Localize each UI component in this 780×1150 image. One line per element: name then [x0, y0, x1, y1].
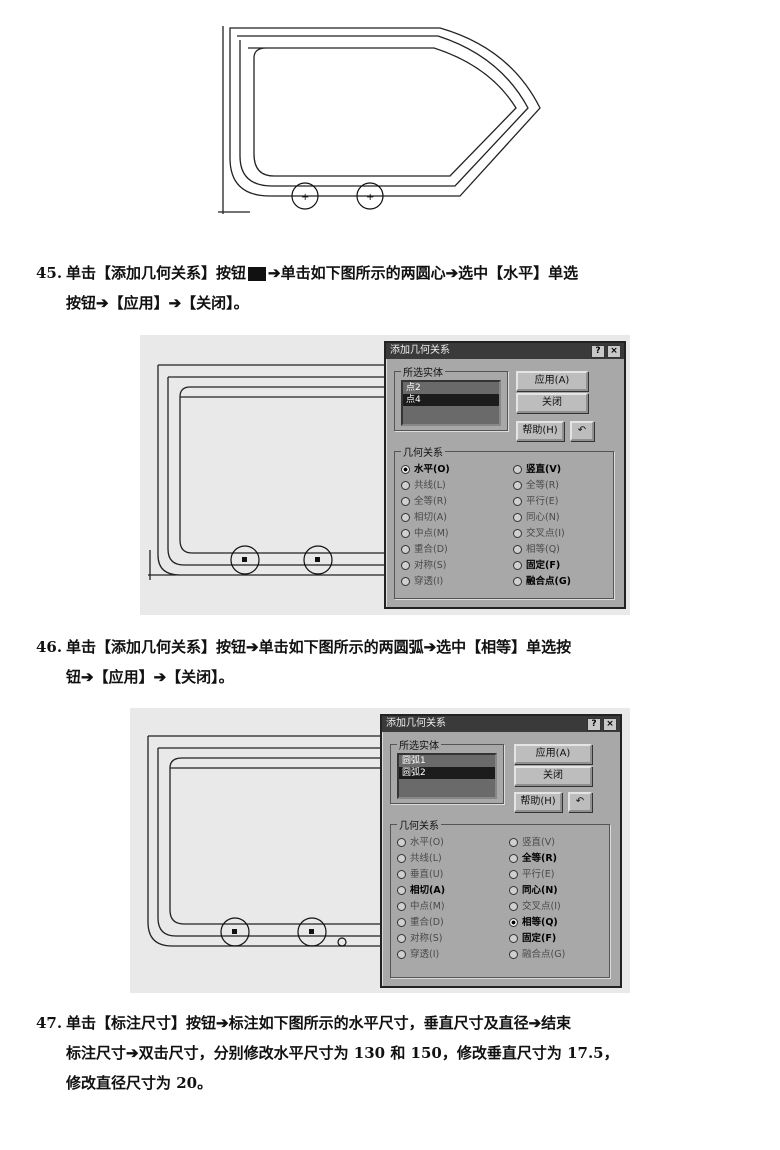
- dialog-title: 添加几何关系: [386, 718, 446, 729]
- step-number: 46.: [36, 638, 63, 656]
- svg-text:+: +: [301, 192, 309, 203]
- radio-symmetric[interactable]: 对称(S): [401, 558, 446, 573]
- add-relation-dialog: 添加几何关系 ? × 所选实体 圆弧1 圆弧2 应用(A) 关闭 帮助(H) ↶…: [380, 714, 622, 988]
- help-button[interactable]: 帮助(H): [514, 792, 562, 812]
- radio-vertical[interactable]: 竖直(V): [513, 462, 561, 477]
- step-number: 45.: [36, 264, 63, 282]
- relations-group: 几何关系 水平(O) 共线(L) 全等(R) 相切(A) 中点(M) 重合(D)…: [394, 444, 614, 599]
- circle-marker: [220, 917, 347, 947]
- step-text: 按钮➔【应用】➔【关闭】。: [66, 294, 249, 312]
- radio-collinear[interactable]: 共线(L): [401, 478, 446, 493]
- radio-horizontal[interactable]: 水平(O): [401, 462, 450, 477]
- radio-merge-point[interactable]: 融合点(G): [513, 574, 571, 589]
- selected-entities-group: 所选实体 圆弧1 圆弧2: [390, 737, 504, 804]
- close-button[interactable]: 关闭: [516, 393, 588, 413]
- step-text: 单击【添加几何关系】按钮➔单击如下图所示的两圆弧➔选中【相等】单选按: [66, 638, 572, 656]
- dialog-titlebar: 添加几何关系 ? ×: [382, 716, 620, 732]
- toolbar-button-icon: [248, 267, 267, 281]
- radio-perpendicular[interactable]: 垂直(U): [397, 867, 443, 882]
- radio-pierce[interactable]: 穿透(I): [401, 574, 443, 589]
- radio-coincident[interactable]: 重合(D): [397, 915, 444, 930]
- radio-tangent[interactable]: 相切(A): [397, 883, 445, 898]
- radio-horizontal[interactable]: 水平(O): [397, 835, 444, 850]
- radio-fixed[interactable]: 固定(F): [513, 558, 560, 573]
- close-button[interactable]: 关闭: [514, 766, 592, 786]
- step-text: 单击【标注尺寸】按钮➔标注如下图所示的水平尺寸，垂直尺寸及直径➔结束: [66, 1014, 572, 1032]
- figure-3: 添加几何关系 ? × 所选实体 圆弧1 圆弧2 应用(A) 关闭 帮助(H) ↶…: [130, 708, 630, 993]
- group-label: 所选实体: [397, 737, 441, 752]
- radio-midpoint[interactable]: 中点(M): [397, 899, 445, 914]
- selected-entities-group: 所选实体 点2 点4: [394, 364, 508, 431]
- group-label: 所选实体: [401, 364, 445, 379]
- circle-marker: [230, 545, 333, 575]
- step-46: 46.单击【添加几何关系】按钮➔单击如下图所示的两圆弧➔选中【相等】单选按 钮➔…: [36, 632, 766, 692]
- help-button[interactable]: 帮助(H): [516, 421, 564, 441]
- radio-equal[interactable]: 相等(Q): [513, 542, 560, 557]
- radio-merge-point[interactable]: 融合点(G): [509, 947, 565, 962]
- step-text: 单击【添加几何关系】按钮: [66, 264, 247, 282]
- sketch-figure-1: ++: [218, 26, 541, 214]
- step-45: 45.单击【添加几何关系】按钮 ➔单击如下图所示的两圆心➔选中【水平】单选 按钮➔…: [36, 258, 756, 318]
- radio-coincident[interactable]: 重合(D): [401, 542, 448, 557]
- radio-congruent[interactable]: 全等(R): [509, 851, 557, 866]
- list-item[interactable]: 圆弧1: [402, 756, 426, 766]
- figure-2: 添加几何关系 ? × 所选实体 点2 点4 应用(A) 关闭 帮助(H) ↶ 几…: [140, 335, 630, 615]
- radio-midpoint[interactable]: 中点(M): [401, 526, 449, 541]
- radio-vertical[interactable]: 竖直(V): [509, 835, 555, 850]
- radio-intersection[interactable]: 交叉点(I): [513, 526, 565, 541]
- radio-parallel[interactable]: 平行(E): [509, 867, 554, 882]
- radio-symmetric[interactable]: 对称(S): [397, 931, 442, 946]
- help-icon[interactable]: ?: [587, 718, 601, 731]
- sketch-figure-3: [147, 735, 385, 947]
- radio-concentric[interactable]: 同心(N): [513, 510, 560, 525]
- svg-text:+: +: [366, 192, 374, 203]
- close-icon[interactable]: ×: [607, 345, 621, 358]
- help-icon[interactable]: ?: [591, 345, 605, 358]
- add-relation-dialog: 添加几何关系 ? × 所选实体 点2 点4 应用(A) 关闭 帮助(H) ↶ 几…: [384, 341, 626, 609]
- group-label: 几何关系: [401, 444, 445, 459]
- apply-button[interactable]: 应用(A): [516, 371, 588, 391]
- step-text: 修改直径尺寸为 20。: [66, 1074, 213, 1092]
- radio-concentric[interactable]: 同心(N): [509, 883, 558, 898]
- radio-equal[interactable]: 相等(Q): [509, 915, 558, 930]
- undo-button[interactable]: ↶: [570, 421, 594, 441]
- group-label: 几何关系: [397, 817, 441, 832]
- radio-tangent[interactable]: 相切(A): [401, 510, 447, 525]
- step-47: 47.单击【标注尺寸】按钮➔标注如下图所示的水平尺寸，垂直尺寸及直径➔结束 标注…: [36, 1008, 766, 1098]
- relations-group: 几何关系 水平(O) 共线(L) 垂直(U) 相切(A) 中点(M) 重合(D)…: [390, 817, 610, 978]
- radio-pierce[interactable]: 穿透(I): [397, 947, 439, 962]
- step-number: 47.: [36, 1014, 63, 1032]
- radio-right-2[interactable]: 全等(R): [513, 478, 559, 493]
- selected-entities-list[interactable]: 点2 点4: [401, 380, 501, 426]
- list-item[interactable]: 点2: [406, 383, 421, 393]
- sketch-figure-2: [148, 364, 395, 580]
- step-text: 标注尺寸➔双击尺寸，分别修改水平尺寸为 130 和 150，修改垂直尺寸为 17…: [66, 1044, 619, 1062]
- radio-collinear[interactable]: 共线(L): [397, 851, 442, 866]
- undo-button[interactable]: ↶: [568, 792, 592, 812]
- radio-fixed[interactable]: 固定(F): [509, 931, 556, 946]
- radio-intersection[interactable]: 交叉点(I): [509, 899, 561, 914]
- selected-entities-list[interactable]: 圆弧1 圆弧2: [397, 753, 497, 799]
- dialog-titlebar: 添加几何关系 ? ×: [386, 343, 624, 359]
- apply-button[interactable]: 应用(A): [514, 744, 592, 764]
- radio-parallel[interactable]: 平行(E): [513, 494, 558, 509]
- close-icon[interactable]: ×: [603, 718, 617, 731]
- step-text: 钮➔【应用】➔【关闭】。: [66, 668, 234, 686]
- dialog-title: 添加几何关系: [390, 345, 450, 356]
- circle-marker: [291, 182, 384, 210]
- list-item[interactable]: 点4: [403, 394, 499, 406]
- step-text: ➔单击如下图所示的两圆心➔选中【水平】单选: [268, 264, 579, 282]
- list-item[interactable]: 圆弧2: [399, 767, 495, 779]
- radio-left-3[interactable]: 全等(R): [401, 494, 447, 509]
